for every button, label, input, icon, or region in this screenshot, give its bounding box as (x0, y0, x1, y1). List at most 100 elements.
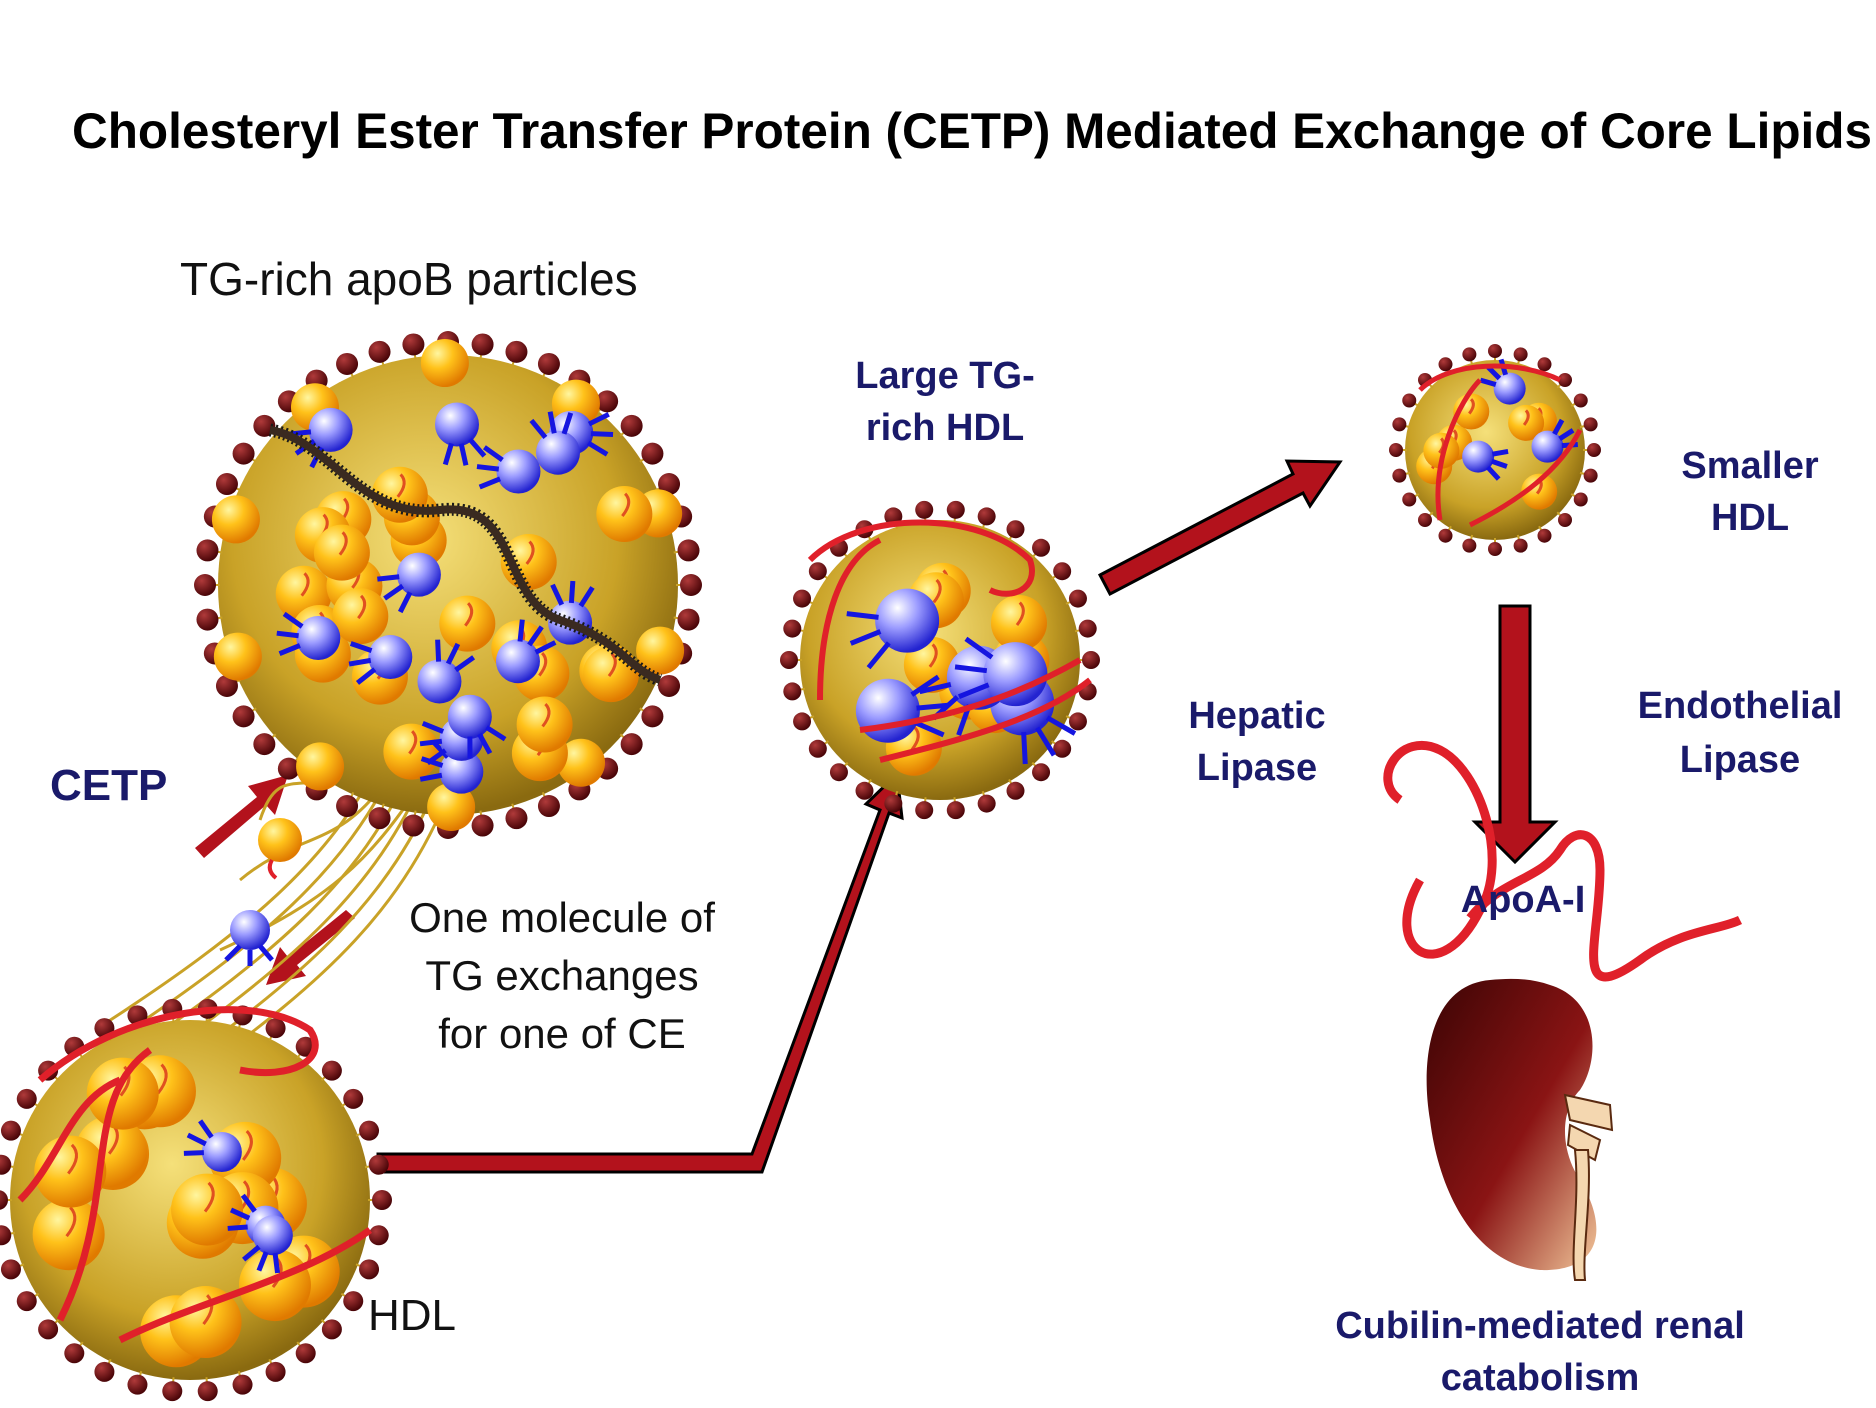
cholesteryl-ester-tail (527, 625, 544, 647)
phospholipid-head (1053, 739, 1072, 758)
phospholipid-head (194, 574, 216, 596)
phospholipid-head (658, 473, 681, 496)
phospholipid-head (1573, 492, 1588, 507)
cholesteryl-ester-tail (227, 1224, 248, 1231)
phospholipid-head (641, 442, 664, 465)
cholesteryl-ester-molecule (535, 430, 580, 475)
cholesteryl-ester-molecule (368, 635, 413, 680)
phospholipid-head (1513, 538, 1528, 553)
cholesteryl-ester-tail (958, 682, 990, 700)
phospholipid-head (321, 1060, 342, 1081)
phospholipid-head (946, 500, 965, 519)
cholesteryl-ester-tail (355, 667, 377, 685)
cholesteryl-ester-tail (578, 586, 595, 608)
phospholipid-head (1068, 712, 1087, 731)
cholesteryl-ester-tail (435, 639, 442, 662)
cetp-arrow-up (195, 775, 288, 858)
cholesteryl-ester-tail (398, 591, 413, 614)
phospholipid-head (977, 507, 996, 526)
surface-triglyceride (636, 626, 685, 675)
phospholipid-head (1006, 781, 1025, 800)
phospholipid-head (336, 795, 359, 818)
phospholipid-head (680, 574, 702, 596)
phospholipid-head (620, 733, 643, 756)
label-hdl: HDL (368, 1291, 456, 1340)
cholesteryl-ester-tail (468, 437, 487, 458)
phospholipid-head (1583, 468, 1598, 483)
phospholipid-head (1558, 513, 1573, 528)
cholesteryl-ester-tail (866, 641, 891, 670)
label-hepatic-line1: Hepatic (1188, 695, 1325, 737)
phospholipid-head (1438, 357, 1453, 372)
phospholipid-head (1488, 344, 1502, 358)
phospholipid-head (94, 1361, 115, 1382)
phospholipid-head (0, 1190, 8, 1210)
phospholipid-head (215, 674, 238, 697)
triglyceride-tail (300, 572, 310, 597)
surface-triglyceride (211, 495, 260, 544)
cholesteryl-ester-tail (587, 412, 610, 427)
surface-triglyceride (296, 742, 345, 791)
phospholipid-head (277, 757, 300, 780)
label-exchange-line2: TG exchanges (425, 952, 698, 999)
cholesteryl-ester-tail (229, 1207, 251, 1221)
phospholipid-head (368, 1154, 389, 1175)
cholesteryl-ester-molecule (252, 1215, 293, 1256)
cholesteryl-ester-tail (198, 1119, 214, 1139)
cholesteryl-ester-tail (910, 674, 940, 697)
cholesteryl-ester-tail (276, 630, 299, 639)
phospholipid-head (1053, 562, 1072, 581)
phospholipid-head (946, 801, 965, 820)
triglyceride-tail (1522, 409, 1530, 426)
cholesteryl-ester-molecule (447, 694, 492, 739)
hdl-particle (0, 998, 392, 1402)
phospholipid-head (1462, 347, 1477, 362)
arrow-smaller-hdl-to-apoa1 (1471, 604, 1559, 865)
phospholipid-head (0, 1225, 12, 1246)
triglyceride-tail (928, 643, 938, 668)
cholesteryl-ester-tail (568, 580, 576, 604)
triglyceride-tail (67, 1143, 78, 1175)
cholesteryl-ester-tail (256, 1251, 269, 1272)
cholesteryl-ester-tail (183, 1150, 204, 1156)
label-renal-catabolism: Cubilin-mediated renal catabolism (1335, 1305, 1745, 1399)
cholesteryl-ester-tail (561, 412, 574, 435)
triglyceride-tail (242, 1130, 253, 1161)
phospholipid-head (596, 390, 619, 413)
cholesteryl-ester-molecule (396, 552, 441, 597)
phospholipid-head (368, 807, 391, 830)
cholesteryl-ester-tail (426, 748, 447, 766)
triglyceride-tail (357, 594, 367, 620)
cholesteryl-ester-tail (586, 440, 609, 457)
phospholipid-head (884, 794, 903, 813)
cholesteryl-ester-tail (1491, 448, 1509, 457)
phospholipid-head (641, 705, 664, 728)
cholesteryl-ester-tail (242, 1244, 261, 1262)
surface-triglyceride (213, 632, 262, 681)
triglyceride-tail (156, 1063, 168, 1095)
phospholipid-head (537, 795, 560, 818)
phospholipid-head (1392, 468, 1407, 483)
phospholipid-head (38, 1319, 59, 1340)
cholesteryl-ester-molecule (875, 588, 940, 653)
triglyceride-tail (1015, 601, 1025, 626)
phospholipid-head (620, 414, 643, 437)
cholesteryl-ester-tail (186, 1132, 207, 1147)
label-large-tg-rich-hdl: Large TG- rich HDL (855, 355, 1034, 449)
phospholipid-head (1032, 763, 1051, 782)
label-endothelial-line2: Lipase (1680, 739, 1800, 781)
phospholipid-head (359, 1259, 380, 1280)
cholesteryl-ester-tail (1490, 458, 1508, 469)
phospholipid-head (1082, 651, 1100, 669)
cholesteryl-ester-molecule (308, 407, 353, 452)
cholesteryl-ester-molecule (434, 402, 479, 447)
cholesteryl-ester-tail (517, 619, 525, 642)
triglyceride-tail (525, 540, 535, 565)
phospholipid-head (232, 705, 255, 728)
phospholipid-head (359, 1120, 380, 1141)
cholesteryl-ester-tail (913, 719, 945, 738)
cholesteryl-ester-tail (1486, 465, 1501, 481)
triglyceride-tail (538, 652, 548, 677)
phospholipid-head (1488, 542, 1502, 556)
